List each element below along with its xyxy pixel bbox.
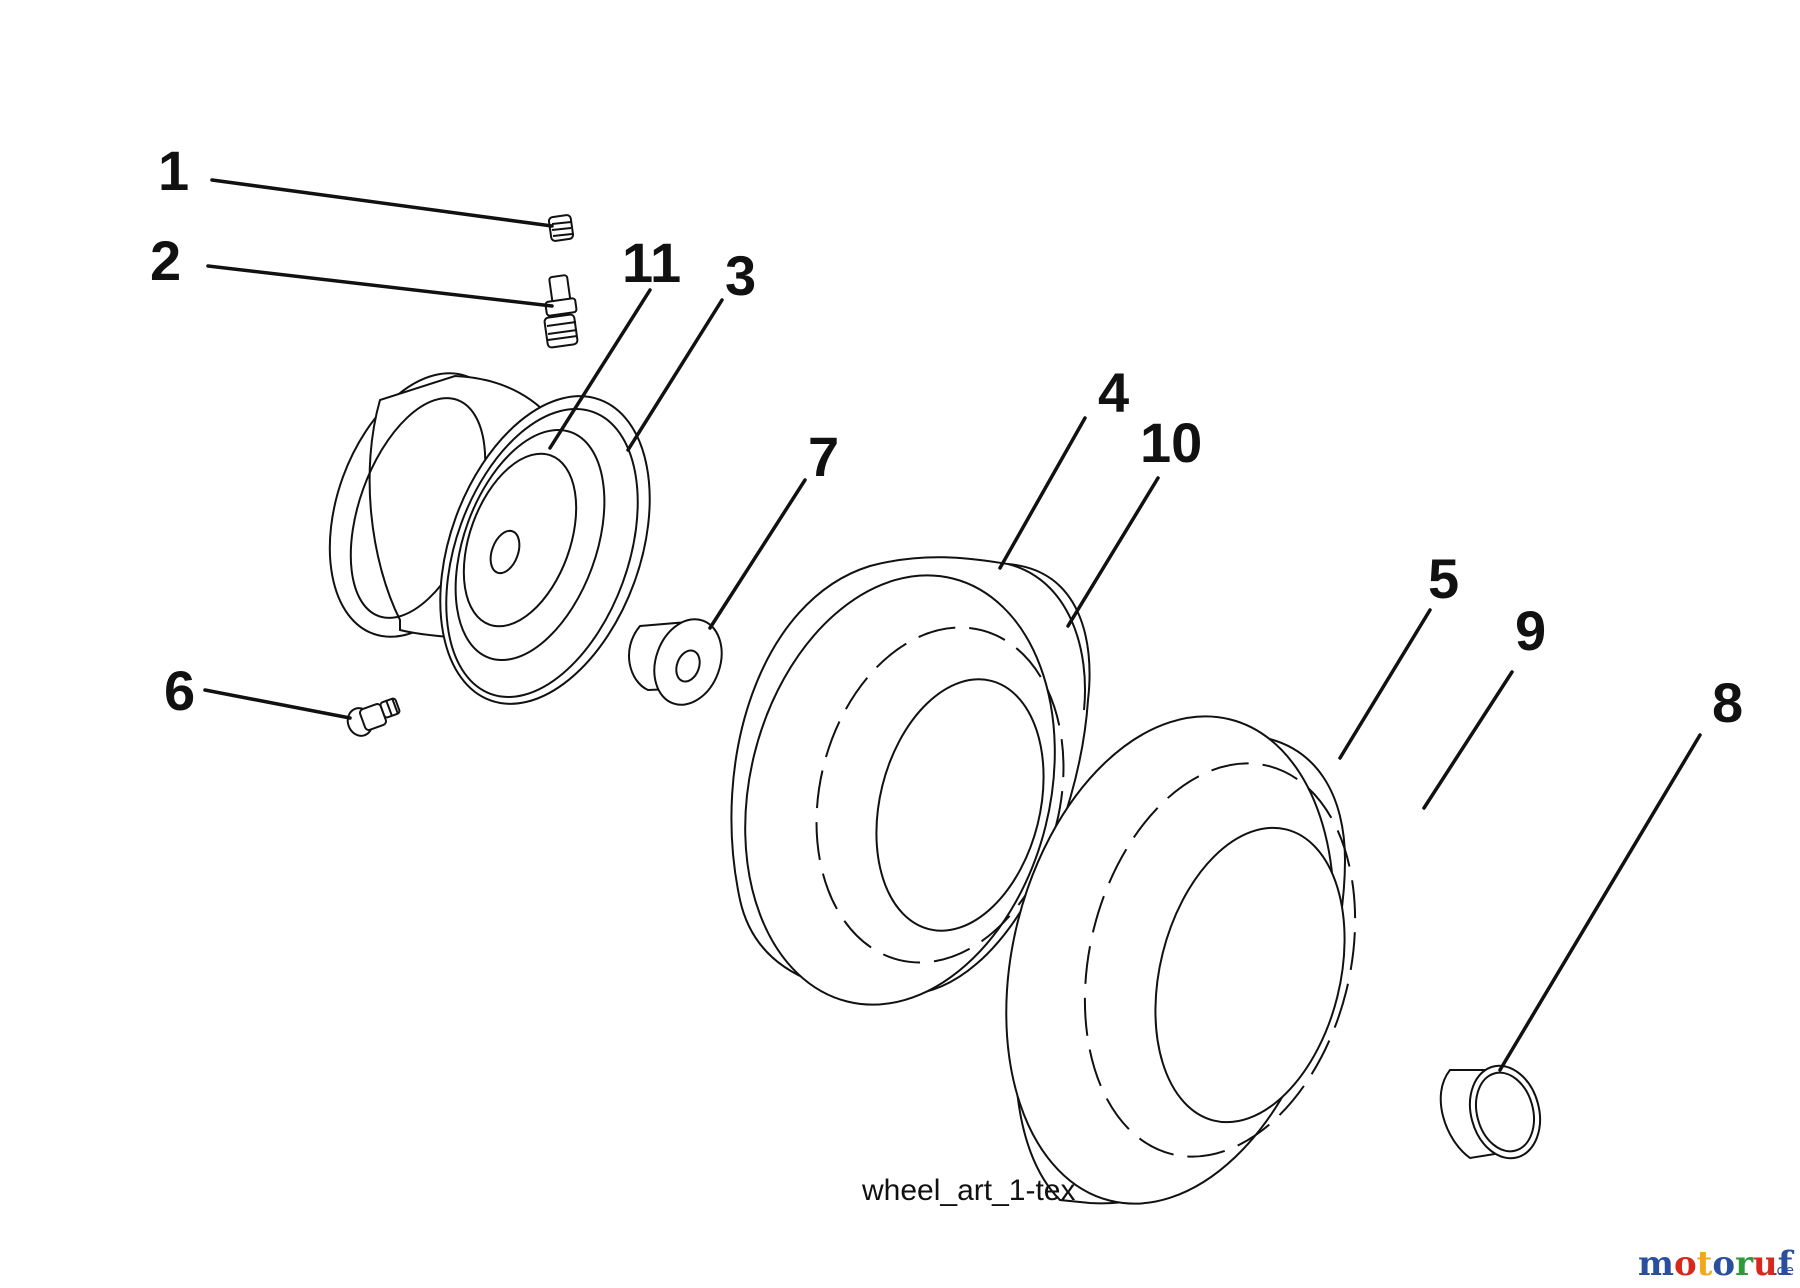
leader-4 (998, 416, 1087, 570)
callout-3: 3 (725, 244, 756, 307)
front-tire-part (730, 556, 1091, 1006)
leader-5 (1338, 608, 1432, 760)
leader-9 (1422, 670, 1514, 810)
leader-1 (210, 178, 554, 228)
callout-9: 9 (1515, 599, 1546, 662)
leader-6 (203, 688, 352, 720)
rear-tire-part (1005, 715, 1357, 1205)
callout-11: 11 (622, 231, 681, 294)
callout-7: 7 (808, 425, 839, 488)
valve-stem-part (543, 274, 579, 349)
callout-1: 1 (158, 139, 189, 202)
bushing-part (627, 618, 723, 706)
leader-11 (548, 288, 652, 450)
diagram-caption: wheel_art_1-tex (861, 1174, 1075, 1207)
leader-10 (1066, 476, 1160, 628)
wheel-rim-part (328, 372, 651, 705)
leader-8 (1498, 733, 1702, 1072)
watermark-text: motoruf (1638, 1244, 1795, 1284)
hub-cap-part (1439, 1064, 1542, 1160)
callout-2: 2 (150, 229, 181, 292)
callout-8: 8 (1712, 671, 1743, 734)
callout-labels: 1 2 3 4 5 6 7 8 9 10 11 (150, 139, 1743, 734)
callout-6: 6 (164, 659, 195, 722)
valve-cap-part (547, 214, 575, 242)
watermark-suffix: .de (1772, 1263, 1794, 1279)
callout-10: 10 (1140, 411, 1202, 474)
callout-4: 4 (1098, 361, 1129, 424)
grease-fitting-part (346, 697, 401, 737)
watermark-logo: motoruf .de (1638, 1244, 1795, 1284)
leader-2 (206, 264, 554, 308)
leader-7 (708, 478, 807, 630)
leader-3 (626, 298, 724, 452)
leader-lines (203, 178, 1702, 1072)
callout-5: 5 (1428, 547, 1459, 610)
